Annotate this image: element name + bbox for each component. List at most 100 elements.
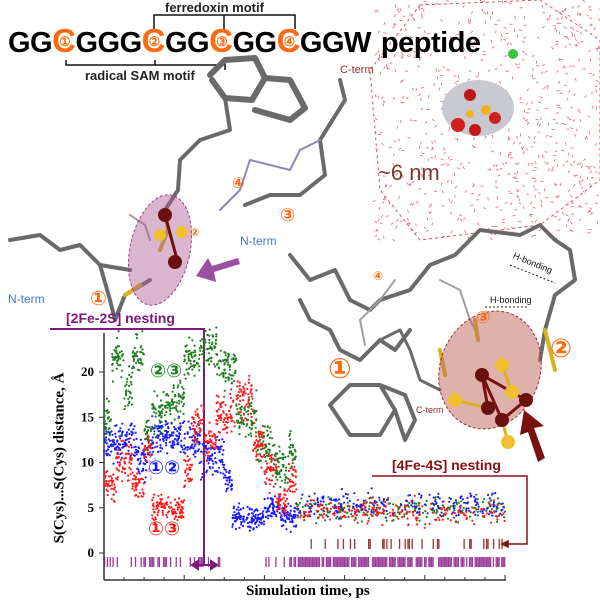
- data-point: [104, 484, 107, 487]
- data-point: [159, 399, 163, 402]
- water-molecule: [593, 26, 596, 30]
- water-molecule: [377, 95, 379, 99]
- data-point: [165, 444, 168, 447]
- data-point: [292, 481, 295, 484]
- data-point: [181, 421, 184, 424]
- water-molecule: [588, 8, 593, 11]
- peptide-sequence: GG C① GGG C② GG C③ GG C④ GGW peptide: [8, 24, 481, 60]
- data-point: [159, 497, 162, 501]
- data-point: [346, 493, 349, 496]
- cys-number: ②: [148, 34, 160, 49]
- data-point: [134, 476, 137, 479]
- data-point: [218, 451, 221, 454]
- water-molecule: [476, 39, 480, 42]
- data-point: [138, 472, 141, 475]
- water-molecule: [572, 119, 576, 122]
- data-point: [217, 360, 220, 363]
- water-molecule: [463, 47, 466, 51]
- data-point: [276, 501, 279, 504]
- data-point: [120, 440, 123, 443]
- data-point: [358, 510, 361, 513]
- data-point: [250, 422, 253, 425]
- data-point: [474, 513, 477, 517]
- data-point: [344, 492, 347, 496]
- water-molecule: [508, 153, 512, 156]
- data-point: [236, 394, 239, 397]
- water-molecule: [544, 70, 548, 74]
- data-point: [133, 347, 136, 350]
- water-molecule: [554, 182, 557, 186]
- data-point: [360, 507, 363, 510]
- data-point: [218, 374, 221, 377]
- data-point: [217, 367, 220, 370]
- water-molecule: [467, 18, 470, 22]
- water-molecule: [550, 201, 554, 203]
- data-point: [239, 407, 242, 410]
- data-point: [503, 516, 506, 519]
- water-molecule: [401, 53, 404, 57]
- data-point: [485, 509, 488, 512]
- event-mark: [318, 557, 321, 568]
- data-point: [222, 440, 226, 443]
- event-mark: [456, 557, 458, 568]
- water-molecule: [566, 202, 569, 206]
- data-point: [146, 448, 149, 451]
- water-molecule: [555, 141, 558, 145]
- event-mark: [418, 557, 420, 568]
- data-point: [366, 522, 369, 525]
- event-mark: [355, 557, 357, 568]
- event-mark: [359, 557, 361, 568]
- event-mark: [352, 557, 354, 568]
- data-point: [289, 467, 292, 470]
- data-point: [239, 516, 242, 519]
- data-point: [135, 453, 138, 456]
- water-molecule: [595, 48, 599, 51]
- data-point: [119, 458, 123, 461]
- data-point: [234, 527, 237, 531]
- data-point: [164, 423, 167, 426]
- data-point: [171, 513, 174, 516]
- data-point: [373, 502, 376, 505]
- event-mark: [219, 557, 221, 568]
- data-point: [356, 499, 359, 502]
- data-point: [149, 451, 152, 454]
- data-point: [413, 509, 417, 513]
- event-mark: [134, 557, 137, 568]
- data-point: [139, 438, 142, 441]
- data-point: [249, 390, 252, 394]
- data-point: [150, 439, 153, 442]
- water-molecule: [443, 147, 445, 151]
- data-point: [438, 518, 441, 522]
- data-point: [153, 430, 156, 433]
- data-point: [317, 501, 320, 504]
- data-point: [171, 440, 174, 443]
- water-molecule: [491, 225, 495, 228]
- water-molecule: [512, 176, 516, 179]
- water-molecule: [424, 120, 428, 124]
- water-molecule: [567, 217, 571, 221]
- data-point: [209, 430, 213, 433]
- data-point: [490, 508, 493, 511]
- data-point: [494, 514, 498, 518]
- data-point: [130, 383, 133, 386]
- data-point: [366, 514, 369, 517]
- water-molecule: [558, 106, 562, 109]
- water-molecule: [532, 77, 536, 80]
- data-point: [229, 392, 232, 395]
- event-mark: [478, 557, 481, 568]
- data-point: [115, 336, 119, 340]
- data-point: [293, 525, 296, 528]
- water-molecule: [472, 183, 476, 186]
- data-point: [171, 398, 174, 401]
- water-molecule: [556, 163, 559, 167]
- data-point: [289, 509, 292, 512]
- data-point: [134, 478, 137, 481]
- data-point: [172, 386, 175, 389]
- data-point: [136, 472, 139, 475]
- event-mark: [202, 557, 204, 568]
- event-mark: [483, 538, 485, 549]
- data-point: [202, 406, 206, 409]
- event-mark: [461, 557, 464, 568]
- data-point: [116, 356, 119, 359]
